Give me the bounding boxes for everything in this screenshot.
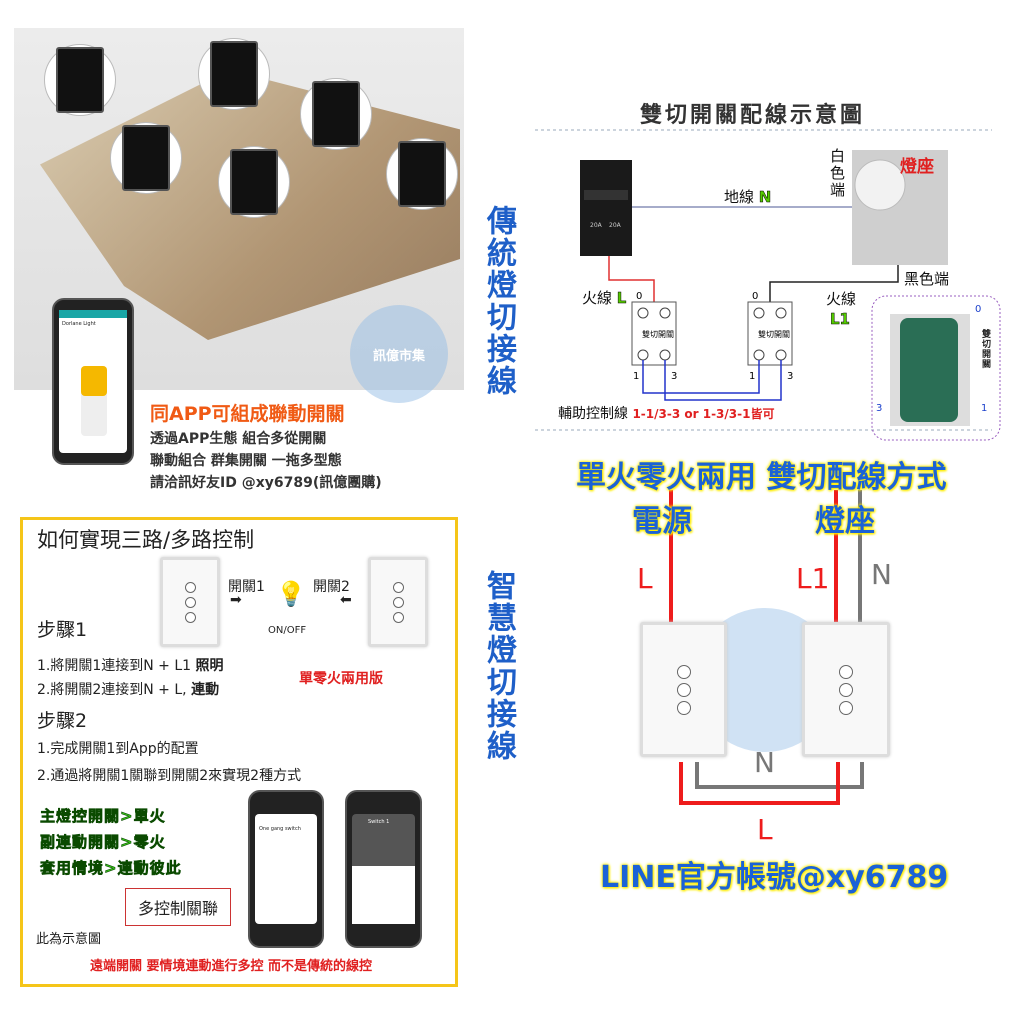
terminal-label: 1 — [981, 403, 987, 414]
side-label-smart: 智慧燈切接線 — [481, 570, 516, 762]
wiring-title: 雙切開關配線示意圖 — [640, 103, 866, 128]
terminal-label: 3 — [876, 403, 882, 414]
info-line: 聯動組合 群集開關 一拖多型態 — [150, 453, 342, 469]
aux-wire — [642, 360, 760, 394]
info-line: 透過APP生態 組合多從開關 — [150, 431, 327, 447]
N-bottom-label: N — [754, 746, 775, 779]
smart-switch-panel-2 — [802, 622, 890, 757]
black-end-label: 黑色端 — [904, 270, 950, 288]
step1-line: 1.將開關1連接到N + L1 照明 — [37, 658, 224, 674]
side-label-traditional: 傳統燈切接線 — [481, 205, 516, 397]
lamp-label: 燈座 — [900, 157, 934, 177]
lamp-label: 燈座 — [815, 504, 875, 539]
inset-frame — [871, 295, 1001, 441]
dual-title: 單火零火兩用 雙切配線方式 — [576, 460, 947, 495]
terminal-label: 0 — [752, 291, 758, 302]
smart-switch-panel-1 — [640, 622, 727, 757]
live-label: 火線 L — [582, 289, 627, 308]
live1-wire — [769, 265, 899, 302]
green-line: 套用情境>連動彼此 — [40, 859, 182, 878]
terminal-label: 0 — [975, 304, 981, 315]
terminal-label: 1 — [749, 371, 755, 382]
watermark-logo: 訊億市集 — [350, 305, 448, 403]
switch-bubble — [110, 122, 182, 194]
white-end-label: 白色端 — [830, 147, 846, 199]
breaker-rating: 20A — [609, 222, 622, 229]
phone-screenshot-1: One gang switch — [248, 790, 324, 948]
phone1-title: One gang switch — [259, 826, 301, 832]
line-account: LINE官方帳號@xy6789 — [600, 860, 949, 895]
switch-back-photo — [900, 318, 958, 422]
terminal-label: 3 — [671, 371, 677, 382]
watermark-logo — [693, 608, 837, 752]
neutral-label: 地線 N — [724, 188, 772, 207]
aux-label: 輔助控制線 1-1/3-3 or 1-3/3-1皆可 — [558, 406, 775, 422]
info-line: 請洽訊好友ID @xy6789(訊億團購) — [150, 475, 382, 491]
switch-2-image — [368, 557, 428, 647]
breaker-image — [580, 160, 632, 256]
switch1-label: 開關1 — [228, 579, 265, 595]
L-label: L — [637, 562, 653, 595]
box-title: 如何實現三路/多路控制 — [37, 528, 255, 552]
switch-bubble — [386, 138, 458, 210]
version-label: 單零火兩用版 — [299, 671, 383, 687]
aux-wire — [664, 360, 782, 401]
switch-bubble — [300, 78, 372, 150]
light-bulb-icon: 💡 — [276, 580, 306, 608]
inset-label: 雙切開關 — [982, 330, 992, 370]
phone-app-mockup: Dorlane Light — [52, 298, 134, 465]
switch-label: 雙切開關 — [758, 329, 790, 339]
live1-letter: L1 — [830, 310, 851, 329]
switch-bubble — [218, 146, 290, 218]
phone2-title: Switch 1 — [368, 819, 390, 825]
neutral-bridge — [695, 762, 864, 789]
green-line: 主燈控開關>單火 — [40, 807, 166, 826]
switch-box-1 — [631, 301, 677, 366]
switch2-label: 開關2 — [313, 579, 350, 595]
arrow-right-icon: ➡ — [230, 592, 242, 608]
L-bottom-label: L — [757, 813, 773, 846]
phone-screenshot-2: Switch 1 — [345, 790, 422, 948]
arrow-left-icon: ⬅ — [340, 592, 352, 608]
switch-1-image — [160, 557, 220, 647]
headline: 同APP可組成聯動開關 — [150, 403, 345, 425]
terminal-label: 3 — [787, 371, 793, 382]
step2-heading: 步驟2 — [37, 710, 88, 732]
L1-label: L1 — [796, 562, 830, 595]
breaker-rating: 20A — [590, 222, 603, 229]
N-label: N — [871, 558, 892, 591]
onoff-label: ON/OFF — [268, 625, 307, 636]
step2-line: 2.通過將開關1關聯到開關2來實現2種方式 — [37, 768, 302, 784]
switch-label: 雙切開關 — [642, 329, 674, 339]
illustrative-note: 此為示意圖 — [36, 932, 102, 947]
switch-bubble — [44, 44, 116, 116]
switch-box-2 — [747, 301, 793, 366]
multi-control-panel — [20, 517, 458, 987]
phone-item-label: Dorlane Light — [62, 321, 96, 327]
step1-heading: 步驟1 — [37, 619, 88, 641]
live-wire — [608, 256, 655, 302]
step1-line: 2.將開關2連接到N + L, 連動 — [37, 682, 220, 698]
green-line: 副連動開關>零火 — [40, 833, 166, 852]
live1-label: 火線 — [826, 290, 857, 308]
terminal-label: 1 — [633, 371, 639, 382]
switch-bubble — [198, 38, 270, 110]
multi-control-callout: 多控制關聯 — [125, 888, 231, 926]
terminal-label: 0 — [636, 291, 642, 302]
live-bridge — [679, 762, 840, 805]
footer-note: 遠端開關 要情境連動進行多控 而不是傳統的線控 — [90, 959, 373, 974]
power-label: 電源 — [632, 504, 692, 539]
step2-line: 1.完成開關1到App的配置 — [37, 741, 199, 757]
